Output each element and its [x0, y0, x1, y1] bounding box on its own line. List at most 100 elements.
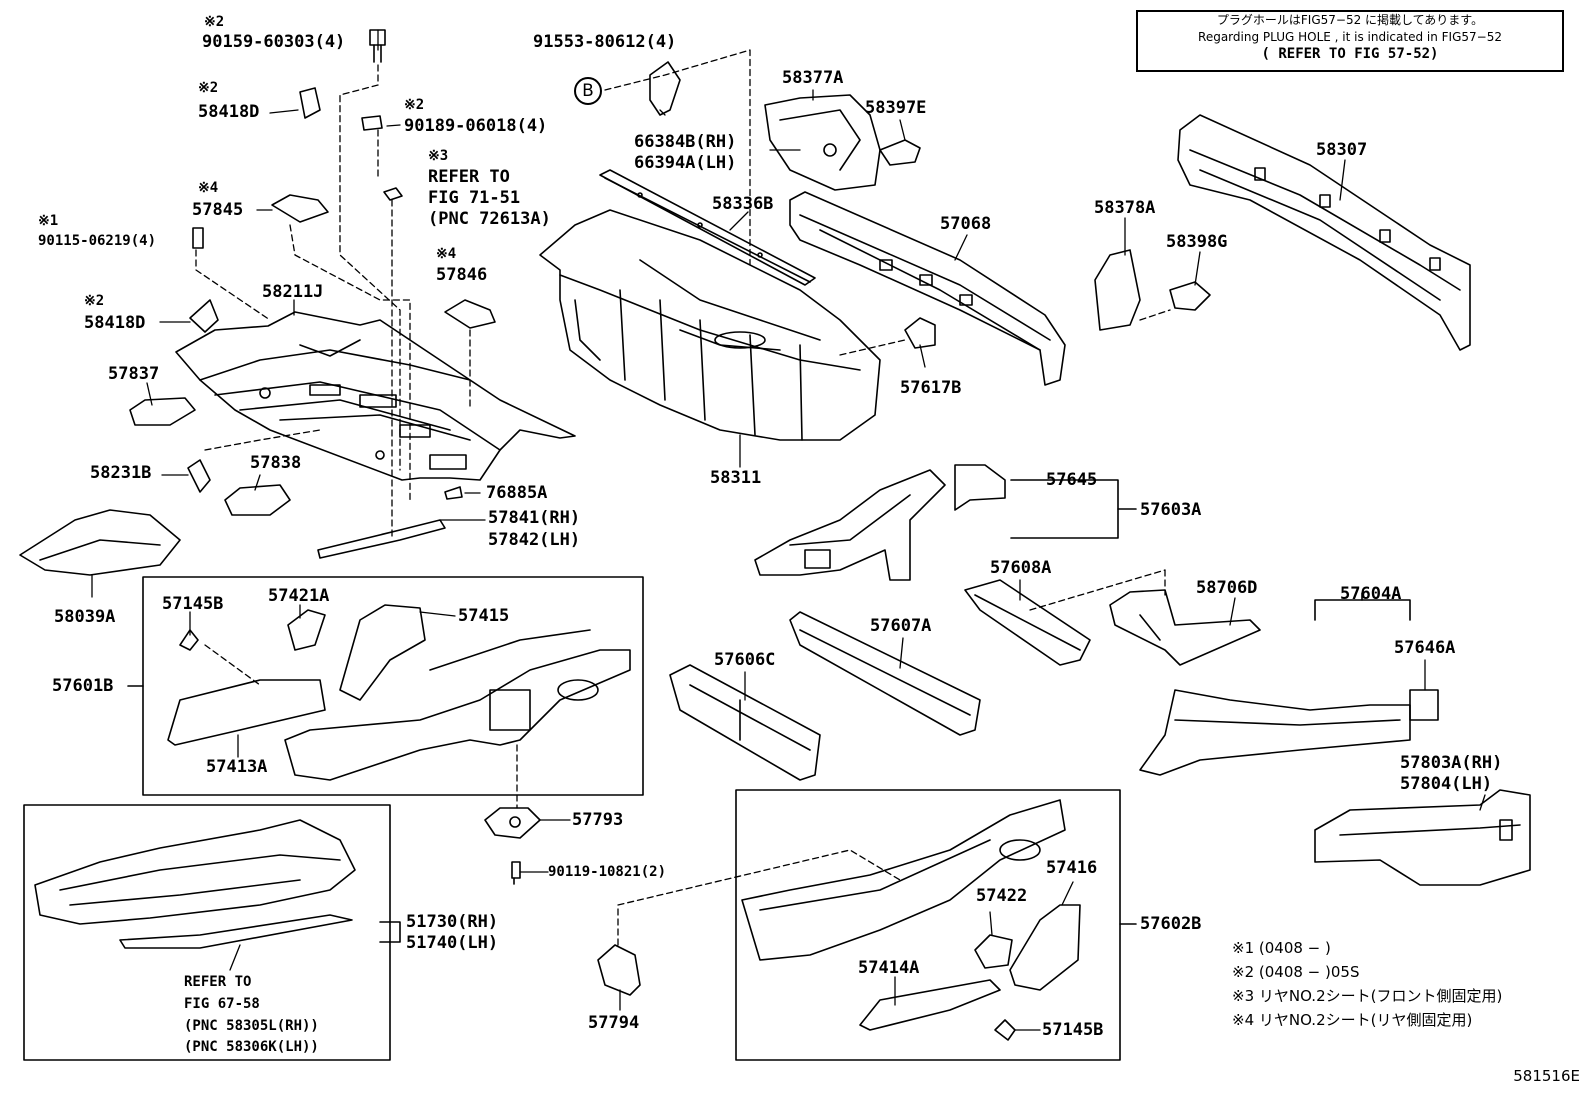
part-label: 58231B — [90, 463, 152, 483]
floor-pan-58211J-shape — [175, 311, 576, 481]
part-label: 57841(RH) — [488, 508, 581, 528]
refer-text: (PNC 58305L(RH)) — [184, 1018, 319, 1034]
bracket-57794-shape — [597, 944, 641, 996]
part-label: 57606C — [714, 650, 776, 670]
part-label: 91553-80612(4) — [533, 32, 677, 52]
bracket-57617B — [904, 317, 936, 349]
refer-text: REFER TO — [184, 974, 252, 990]
part-label: 57601B — [52, 676, 114, 696]
note-mark: ※2 — [204, 14, 225, 30]
part-label: 57416 — [1046, 858, 1098, 878]
part-label: 57645 — [1046, 470, 1098, 490]
bracket-57145B-bot — [994, 1019, 1016, 1041]
group-box-57602B — [735, 789, 1121, 1061]
rail-58336B-shape — [599, 169, 816, 286]
bracket-lines — [127, 479, 1411, 943]
part-label: 57803A(RH) — [1400, 753, 1503, 773]
group-51730-shapes — [34, 819, 356, 949]
legend-item: ※4 リヤNO.2シート(リヤ側固定用) — [1232, 1011, 1473, 1029]
part-label: 57414A — [858, 958, 920, 978]
part-label: 57804(LH) — [1400, 774, 1493, 794]
note-line-en: Regarding PLUG HOLE , it is indicated in… — [1198, 30, 1502, 44]
part-label: 57617B — [900, 378, 962, 398]
rail-57841 — [317, 519, 446, 559]
part-label: 58378A — [1094, 198, 1156, 218]
part-label: 57646A — [1394, 638, 1456, 658]
bracket-57422 — [974, 934, 1013, 969]
leader-lines — [91, 29, 1486, 1031]
footnote-legend: ※1 (0408 − ) ※2 (0408 − )05S ※3 リヤNO.2シー… — [1232, 936, 1502, 1032]
part-label: 66384B(RH) — [634, 132, 737, 152]
legend-item: ※1 (0408 − ) — [1232, 939, 1331, 957]
bracket-57845 — [271, 194, 329, 223]
bracket-57416 — [1009, 904, 1081, 991]
member-57603A-shape — [754, 464, 1006, 581]
part-label: 57145B — [162, 594, 224, 614]
panel-58377A-shape — [764, 94, 881, 191]
part-label: 57603A — [1140, 500, 1202, 520]
note-mark: ※2 — [404, 97, 425, 113]
bracket-57838 — [224, 484, 291, 516]
group-box-51730 — [23, 804, 391, 1061]
part-label: 57845 — [192, 200, 244, 220]
part-label: 58397E — [865, 98, 927, 118]
part-label: 90159-60303(4) — [202, 32, 346, 52]
part-label: 58311 — [710, 468, 762, 488]
part-label: 57604A — [1340, 584, 1402, 604]
plug-hole-note: プラグホールはFIG57−52 に掲載してあります。 Regarding PLU… — [1136, 10, 1564, 72]
note-mark: ※2 — [198, 80, 219, 96]
note-mark: ※3 — [428, 148, 449, 164]
bracket-58418D-top — [299, 87, 321, 119]
rail-57413A — [167, 679, 326, 746]
bracket-58706D-shape — [1109, 589, 1261, 666]
part-label: 90189-06018(4) — [404, 116, 548, 136]
bracket-58418D-mid — [189, 299, 219, 333]
note-line-ref: ( REFER TO FIG 57-52) — [1261, 46, 1439, 62]
bracket-57421A — [287, 609, 326, 651]
note-mark: ※4 — [436, 246, 457, 262]
bracket-58398G — [1169, 281, 1211, 311]
bracket-57837 — [129, 397, 196, 426]
member-57068-shape — [789, 191, 1066, 386]
panel-58307-shape — [1177, 114, 1471, 351]
bracket-58378A — [1094, 249, 1141, 331]
part-label: 51730(RH) — [406, 912, 499, 932]
part-label: 51740(LH) — [406, 933, 499, 953]
part-label: 57145B — [1042, 1020, 1104, 1040]
bracket-57145B-top — [179, 629, 199, 651]
bracket-58231B — [187, 459, 211, 493]
part-label: 58706D — [1196, 578, 1258, 598]
bracket-66384B — [649, 61, 681, 116]
note-line-jp: プラグホールはFIG57−52 に掲載してあります。 — [1216, 13, 1484, 27]
fasteners — [192, 29, 403, 249]
part-label: 58039A — [54, 607, 116, 627]
refer-text: (PNC 72613A) — [428, 209, 551, 229]
part-label: 57607A — [870, 616, 932, 636]
part-label: 76885A — [486, 483, 548, 503]
note-mark: ※2 — [84, 293, 105, 309]
part-label: 57838 — [250, 453, 302, 473]
part-label: 58418D — [84, 313, 146, 333]
floor-58039A — [19, 509, 181, 576]
part-label: 57846 — [436, 265, 488, 285]
dashed-lines — [195, 49, 1171, 946]
refer-text: FIG 71-51 — [428, 188, 521, 208]
part-label: 90115-06219(4) — [38, 233, 157, 249]
part-label: 57602B — [1140, 914, 1202, 934]
part-label: 57413A — [206, 757, 268, 777]
part-label: 58336B — [712, 194, 774, 214]
reference-circle-b: B — [574, 77, 602, 105]
part-label: 58377A — [782, 68, 844, 88]
refer-text: FIG 67-58 — [184, 996, 260, 1012]
refer-text: REFER TO — [428, 167, 510, 187]
part-label: 57421A — [268, 586, 330, 606]
bracket-57415 — [339, 604, 426, 701]
bracket-57846 — [444, 299, 496, 329]
member-57803A-shape — [1314, 789, 1531, 886]
member-57604A-shape — [1139, 689, 1439, 776]
part-label: 58398G — [1166, 232, 1228, 252]
part-label: 66394A(LH) — [634, 153, 737, 173]
part-label: 58211J — [262, 282, 324, 302]
note-mark: ※4 — [198, 180, 219, 196]
